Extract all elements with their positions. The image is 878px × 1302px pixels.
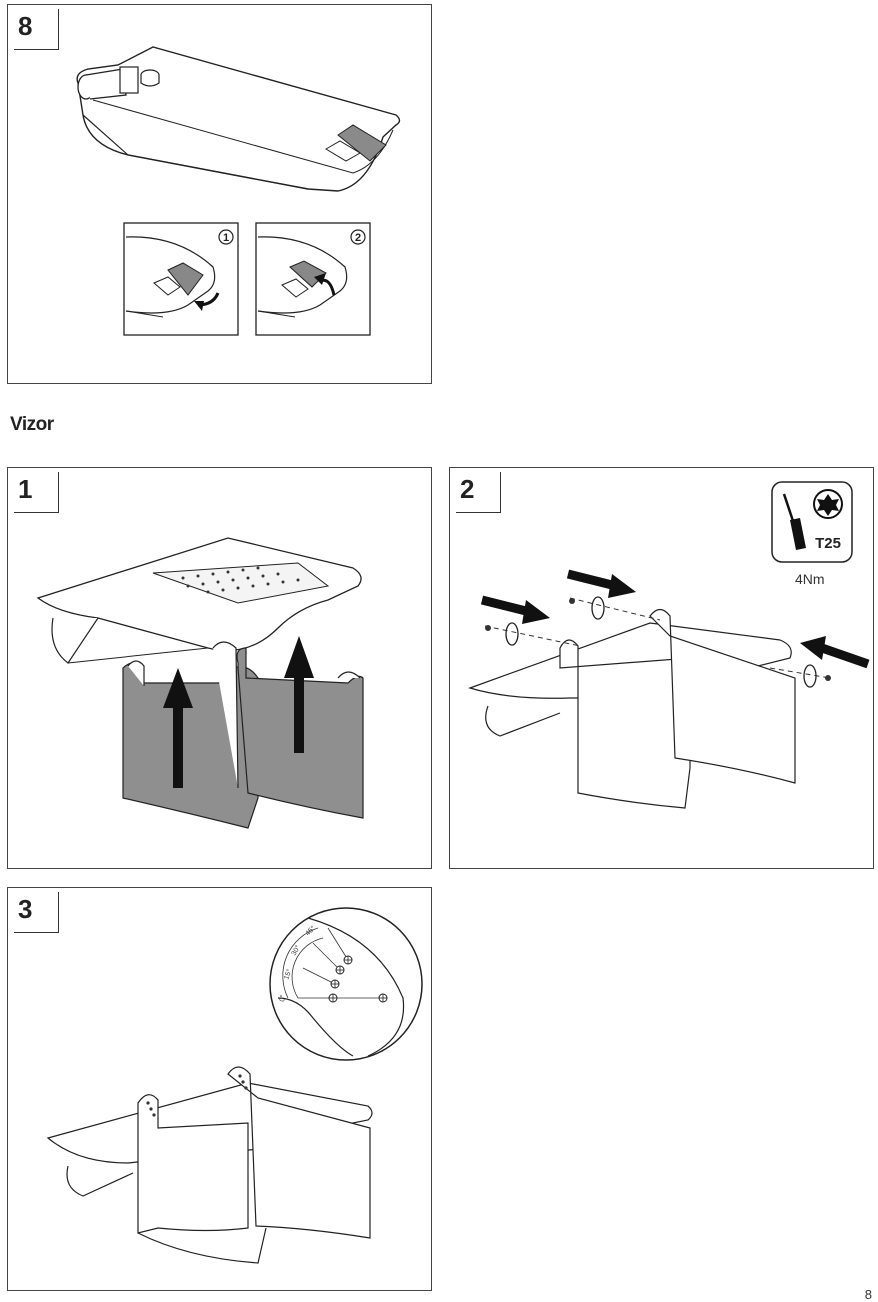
arrow-icon [800, 636, 870, 669]
step-8-panel: 8 1 [7, 4, 432, 384]
step-2-panel: 2 T25 [449, 467, 874, 869]
angle-label-15: 15° [282, 968, 293, 981]
visor-mount-illustration [36, 537, 364, 829]
step-number-frame [14, 472, 59, 513]
angle-label-0: 0° [278, 994, 287, 1002]
step-number: 1 [18, 474, 33, 504]
step-1-panel: 1 [7, 467, 432, 869]
screwdriver-icon [782, 493, 806, 550]
page-number: 8 [864, 1287, 872, 1302]
arrow-icon [163, 668, 193, 788]
sub-step-2-label: 2 [355, 232, 361, 244]
step-number-frame [456, 472, 501, 513]
tool-label: T25 [815, 535, 841, 552]
torx-icon [813, 489, 843, 519]
inset-2: 2 [255, 222, 371, 336]
tool-box: T25 [771, 481, 853, 563]
rotate-icon [505, 596, 817, 688]
step-number: 8 [18, 11, 33, 41]
sub-step-1-label: 1 [223, 232, 229, 244]
angle-detail: 0° 15° 30° 45° [269, 907, 423, 1061]
arrow-icon [566, 569, 636, 598]
step-number: 3 [18, 894, 33, 924]
visor-screw-illustration: T25 [468, 481, 870, 809]
inset-1: 1 [123, 222, 239, 336]
arrow-icon [284, 636, 314, 753]
section-title: Vizor [10, 414, 54, 435]
torque-value: 4Nm [795, 571, 825, 587]
luminaire-illustration: 1 2 [76, 46, 401, 336]
step-number: 2 [460, 474, 475, 504]
step-3-panel: 3 0° 15° [7, 887, 432, 1291]
arrow-icon [480, 595, 550, 624]
visor-angle-illustration: 0° 15° 30° 45° [46, 907, 423, 1264]
step-number-frame [14, 892, 59, 933]
step-number-frame [14, 9, 59, 50]
